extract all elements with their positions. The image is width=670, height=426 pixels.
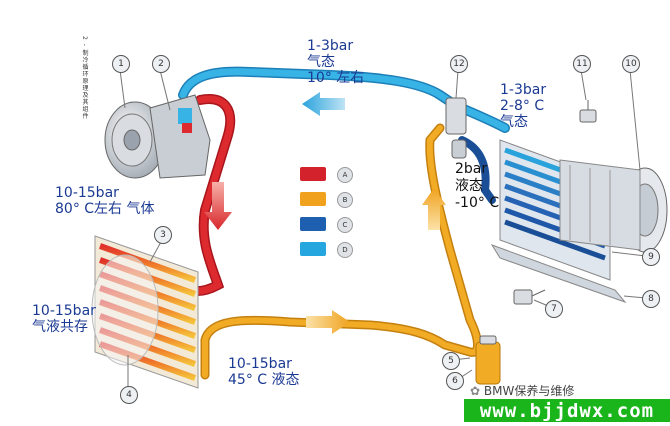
callout-6: 6 [446, 372, 464, 390]
callout-5: 5 [442, 352, 460, 370]
legend-key-b: B [337, 192, 353, 208]
flow-arrow-orange-right [306, 310, 350, 334]
vertical-note: 2 - 制冷循环原理及其组件 [81, 36, 88, 120]
legend-key-d: D [337, 242, 353, 258]
left-temp-state-label: 80° C左右 气体 [55, 201, 155, 217]
legend-swatch-b [300, 192, 326, 206]
bottom-pressure-label: 10-15bar [228, 356, 292, 372]
callout-4: 4 [120, 386, 138, 404]
right-state-label: 气态 [500, 114, 528, 130]
left-pressure-label: 10-15bar [55, 185, 119, 201]
condenser [91, 235, 199, 389]
condenser-fan [91, 254, 159, 366]
legend-key-a: A [337, 167, 353, 183]
callout-3: 3 [154, 226, 172, 244]
legend-swatch-c [300, 217, 326, 231]
callout-11: 11 [573, 55, 591, 73]
mid-state-label: 液态 [455, 178, 483, 194]
expansion-valve [445, 97, 467, 159]
top-state-label: 气态 [307, 54, 335, 70]
watermark-text: BMW保养与维修 [483, 384, 575, 398]
condenser-state-label: 气液共存 [32, 319, 88, 335]
site-url: www.bjjdwx.com [479, 400, 655, 422]
legend-swatch-a [300, 167, 326, 181]
temperature-sensor [579, 100, 597, 123]
mid-temp-label: -10° C [455, 195, 500, 211]
watermark: ✿ BMW保养与维修 [470, 382, 574, 399]
callout-7: 7 [545, 300, 563, 318]
compressor [104, 94, 211, 179]
top-temp-label: 10° 左右 [307, 70, 365, 86]
blower [559, 159, 668, 253]
callout-9: 9 [642, 248, 660, 266]
top-pressure-label: 1-3bar [307, 38, 354, 54]
wechat-icon: ✿ [470, 384, 481, 398]
receiver-drier [475, 335, 501, 385]
right-temp-label: 2-8° C [500, 98, 545, 114]
mid-pressure-label: 2bar [455, 161, 488, 177]
callout-1: 1 [112, 55, 130, 73]
pressure-switch [513, 289, 546, 305]
condenser-pressure-label: 10-15bar [32, 303, 96, 319]
flow-arrow-blue [302, 92, 345, 116]
callout-10: 10 [622, 55, 640, 73]
callout-12: 12 [450, 55, 468, 73]
bottom-temp-state-label: 45° C 液态 [228, 372, 300, 388]
site-banner: www.bjjdwx.com [464, 399, 670, 422]
low-pressure-liquid-line [458, 136, 496, 204]
callout-8: 8 [642, 290, 660, 308]
legend-key-c: C [337, 217, 353, 233]
flow-arrow-orange-up [422, 188, 446, 230]
legend-swatch-d [300, 242, 326, 256]
callout-2: 2 [152, 55, 170, 73]
right-pressure-label: 1-3bar [500, 82, 547, 98]
flow-arrow-red [204, 182, 232, 230]
